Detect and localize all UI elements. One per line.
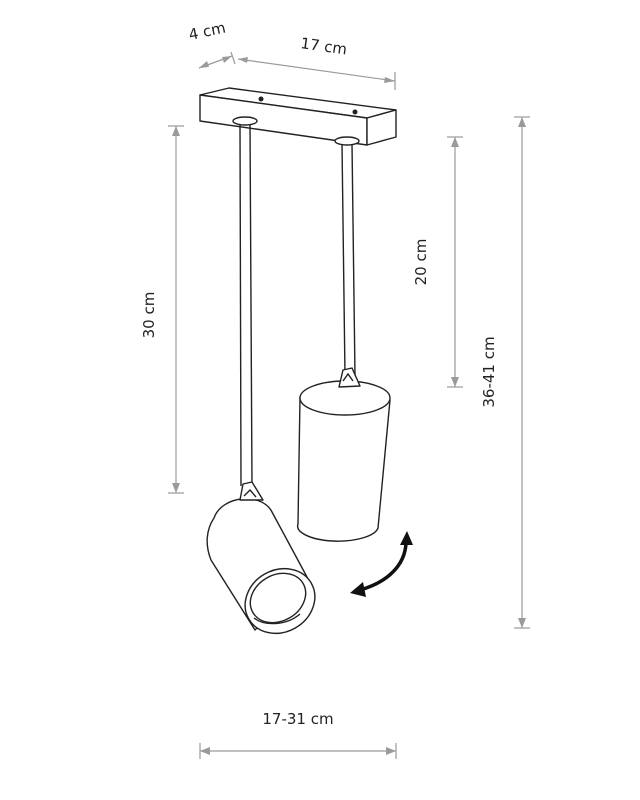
label-base-depth: 4 cm — [187, 19, 227, 44]
label-base-width: 17 cm — [299, 34, 348, 58]
dimension-long-rod: 30 cm — [140, 125, 184, 494]
dimension-base-width: 17 cm — [237, 34, 396, 90]
spotlight-right — [296, 367, 391, 542]
dimension-spread: 17-31 cm — [199, 710, 397, 759]
dimension-base-depth: 4 cm — [187, 19, 236, 69]
label-total-height: 36-41 cm — [480, 336, 498, 407]
label-short-rod: 20 cm — [412, 239, 430, 286]
short-rod — [334, 136, 360, 377]
dimension-short-rod: 20 cm — [412, 136, 463, 388]
dimension-total-height: 36-41 cm — [480, 116, 530, 629]
label-spread: 17-31 cm — [262, 710, 333, 728]
curved-double-arrow-icon — [350, 531, 413, 597]
spotlight-left — [206, 481, 316, 635]
label-long-rod: 30 cm — [140, 292, 158, 339]
ceiling-base-plate — [199, 87, 397, 146]
long-rod — [232, 116, 258, 487]
